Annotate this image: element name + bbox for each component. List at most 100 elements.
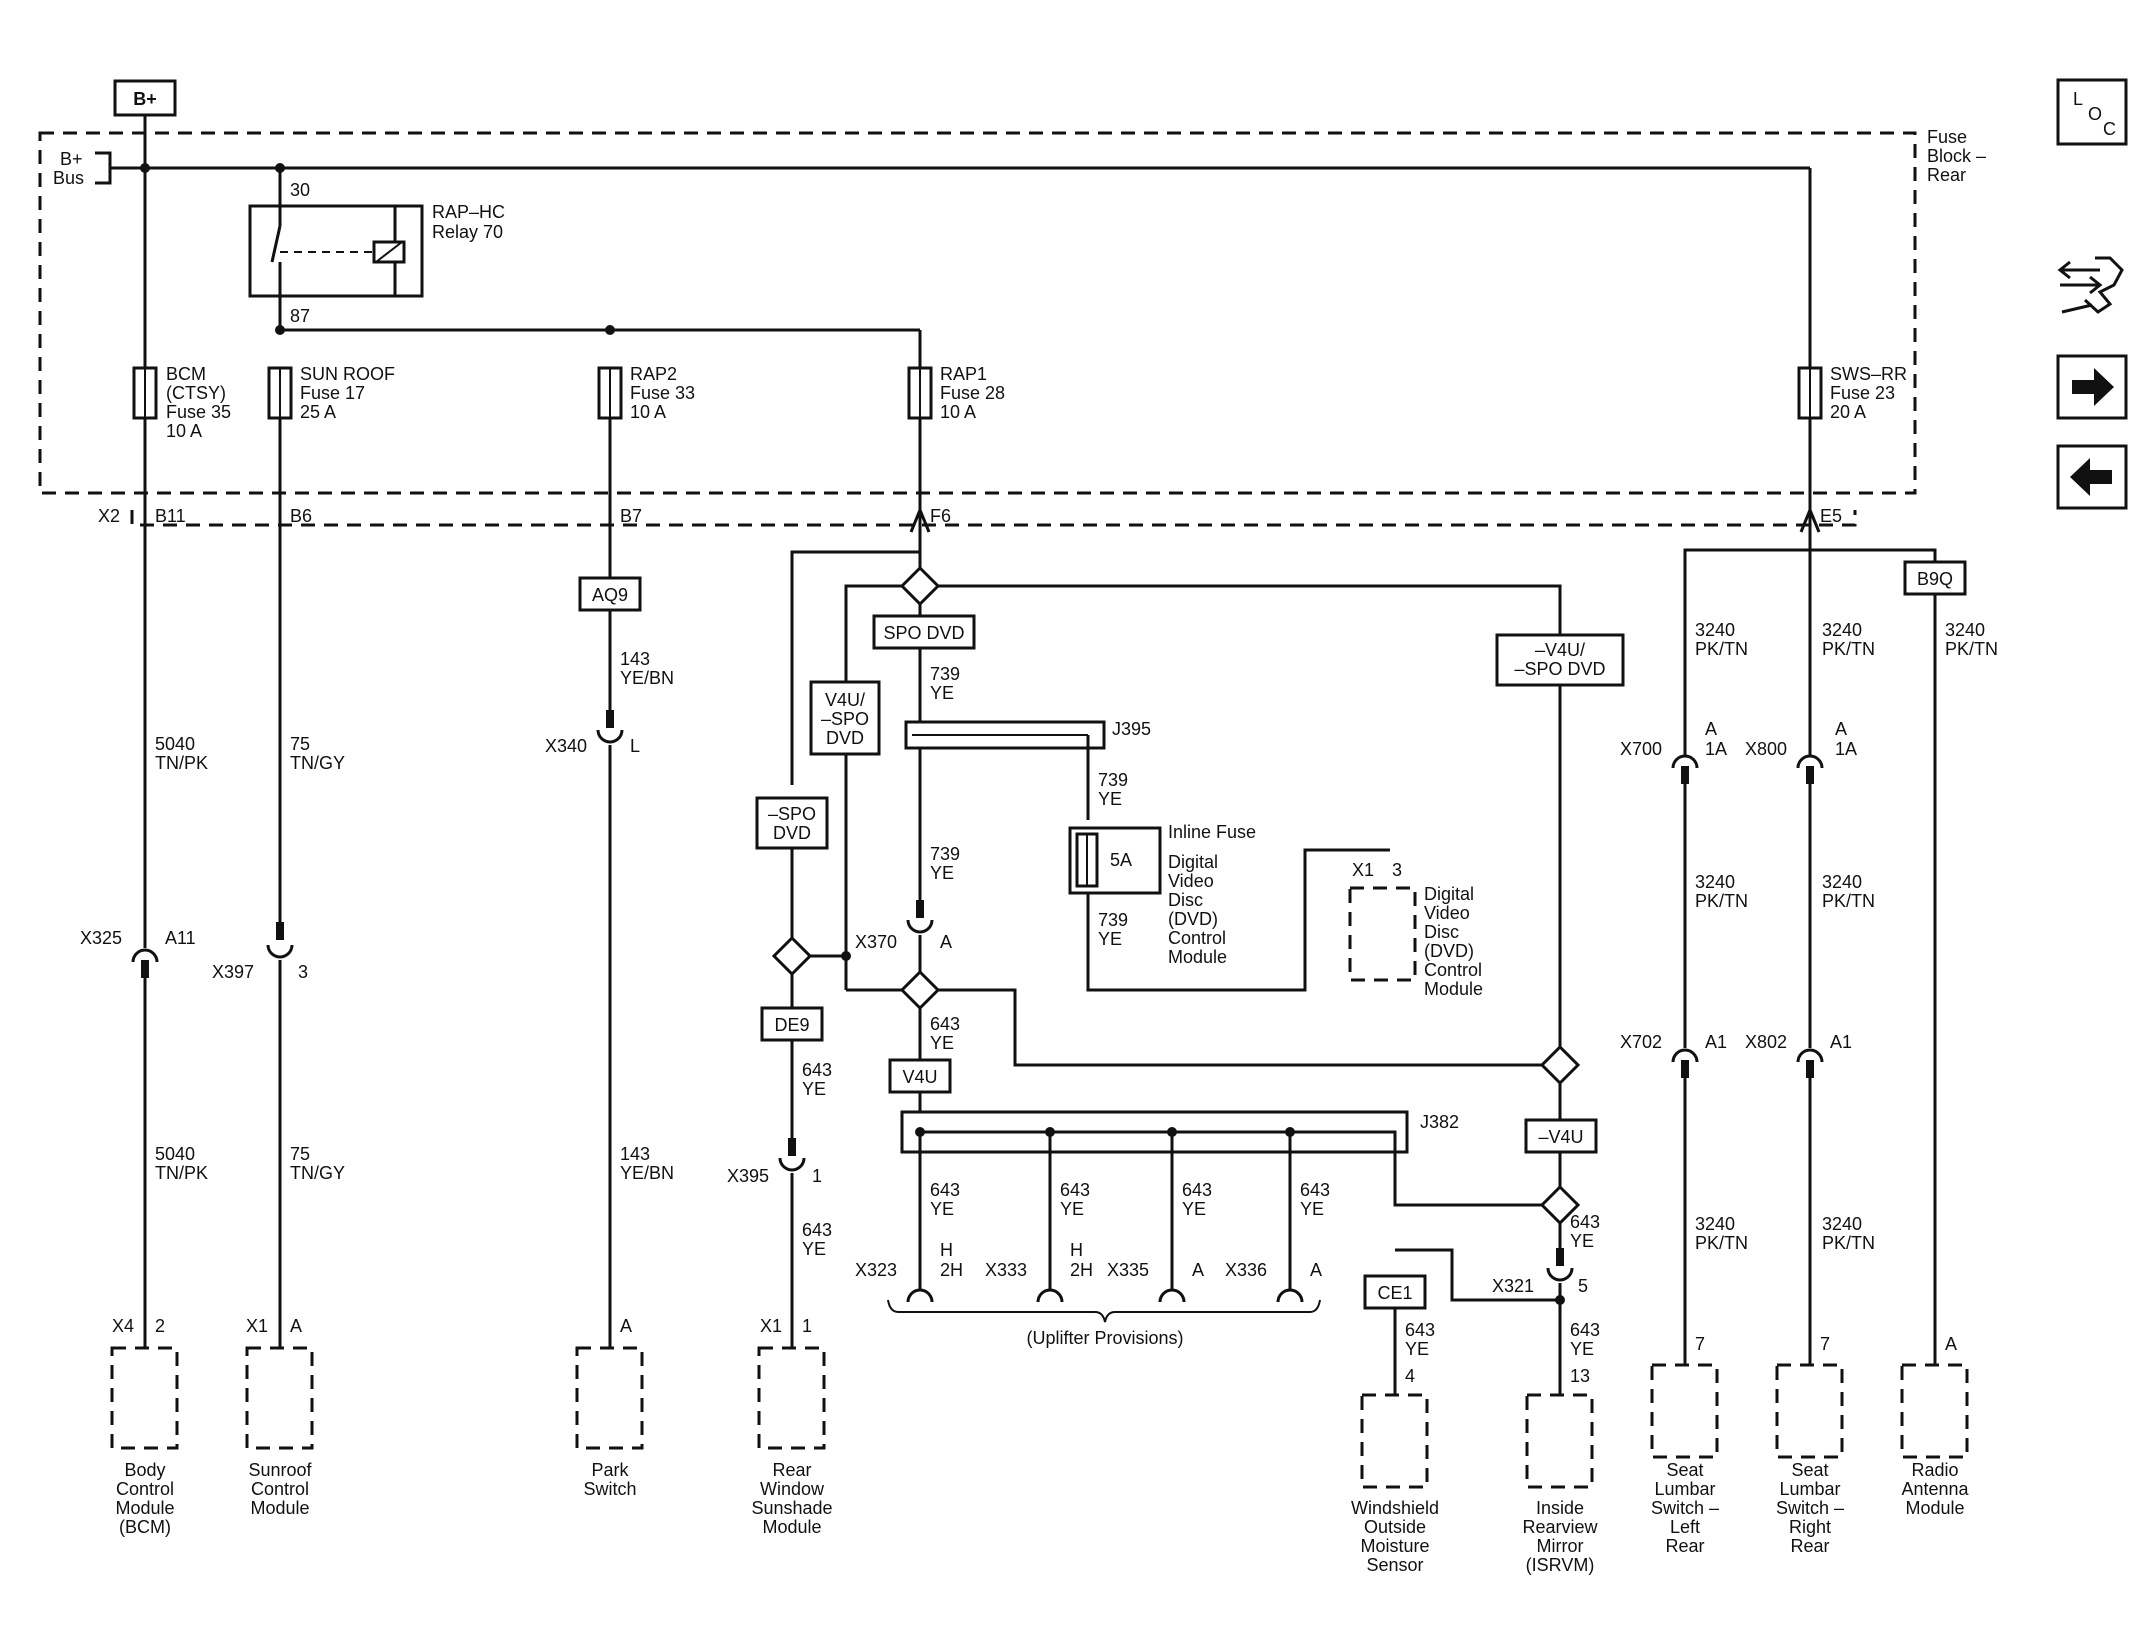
fuse-sunroof-label: SUN ROOF Fuse 17 25 A (300, 364, 395, 422)
svg-text:10 A: 10 A (630, 402, 666, 422)
svg-text:Switch –: Switch – (1651, 1498, 1719, 1518)
connector-x321 (1546, 1267, 1574, 1282)
svg-text:Switch –: Switch – (1776, 1498, 1844, 1518)
arrow-right-icon[interactable] (2056, 354, 2128, 420)
svg-text:Rear: Rear (1665, 1536, 1704, 1556)
wire-739 (1086, 848, 1390, 992)
connector-x802-label: X802 (1745, 1032, 1787, 1052)
dvd-module-label: Digital Video Disc (DVD) Control Module (1424, 884, 1483, 999)
sunshade-module-label: Rear Window Sunshade Module (751, 1460, 832, 1537)
uplifter-bracket (887, 1299, 1321, 1323)
splice-j395-label: J395 (1112, 719, 1151, 739)
connector-x321-label: X321 (1492, 1276, 1534, 1296)
svg-text:YE: YE (1060, 1199, 1084, 1219)
connector-pin (141, 960, 149, 978)
svg-text:(DVD): (DVD) (1424, 941, 1474, 961)
connector-pin (276, 922, 284, 940)
svg-text:TN/GY: TN/GY (290, 753, 345, 773)
wire (844, 584, 1562, 990)
svg-text:3240: 3240 (1695, 1214, 1735, 1234)
lumbar-switch-left (1650, 1363, 1719, 1459)
svg-text:L: L (2073, 89, 2083, 109)
svg-text:Switch: Switch (583, 1479, 636, 1499)
wire-label-3240: 3240 PK/TN (1822, 1214, 1875, 1253)
svg-text:643: 643 (1570, 1320, 1600, 1340)
svg-text:Outside: Outside (1364, 1517, 1426, 1537)
svg-text:Module: Module (115, 1498, 174, 1518)
connector-x340-label: X340 (545, 736, 587, 756)
svg-text:YE/BN: YE/BN (620, 1163, 674, 1183)
svg-text:Fuse 28: Fuse 28 (940, 383, 1005, 403)
pin-b6: B6 (290, 506, 312, 526)
loc-button[interactable]: L O C (2056, 78, 2128, 146)
pin-2: 2 (155, 1316, 165, 1336)
radio-antenna-module-label: Radio Antenna Module (1901, 1460, 1969, 1518)
svg-text:25 A: 25 A (300, 402, 336, 422)
svg-text:643: 643 (1060, 1180, 1090, 1200)
svg-text:Moisture: Moisture (1360, 1536, 1429, 1556)
svg-text:(ISRVM): (ISRVM) (1526, 1555, 1595, 1575)
svg-text:143: 143 (620, 1144, 650, 1164)
inline-fuse-label: Inline Fuse (1168, 822, 1256, 842)
svg-text:3240: 3240 (1822, 1214, 1862, 1234)
option-nv4u-label: –V4U (1538, 1127, 1583, 1147)
option-de9-label: DE9 (774, 1015, 809, 1035)
option-v4u-spo-dvd (809, 680, 881, 756)
svg-text:Sunshade: Sunshade (751, 1498, 832, 1518)
svg-text:643: 643 (1405, 1320, 1435, 1340)
pin-e5: E5 (1820, 506, 1842, 526)
option-ce1 (1363, 1274, 1427, 1310)
connector-x397 (266, 944, 294, 959)
wire-label-143: 143 YE/BN 143 YE/BN (620, 649, 674, 1183)
svg-text:(DVD): (DVD) (1168, 909, 1218, 929)
connector-x702 (1671, 1048, 1699, 1063)
rearview-mirror-label: Inside Rearview Mirror (ISRVM) (1522, 1498, 1598, 1575)
svg-text:X323: X323 (855, 1260, 897, 1280)
pin-a1: A1 (1830, 1032, 1852, 1052)
connector-x800-label: X800 (1745, 739, 1787, 759)
svg-text:(CTSY): (CTSY) (166, 383, 226, 403)
svg-text:739: 739 (930, 664, 960, 684)
svg-text:C: C (2103, 119, 2116, 139)
svg-text:YE: YE (930, 863, 954, 883)
svg-text:Module: Module (1168, 947, 1227, 967)
svg-text:YE: YE (930, 683, 954, 703)
svg-text:Fuse 17: Fuse 17 (300, 383, 365, 403)
svg-text:Rear: Rear (1790, 1536, 1829, 1556)
svg-text:A: A (1192, 1260, 1204, 1280)
svg-text:H: H (1070, 1240, 1083, 1260)
splice-j382 (900, 1110, 1409, 1154)
svg-text:Lumbar: Lumbar (1779, 1479, 1840, 1499)
pin-b7: B7 (620, 506, 642, 526)
fuse-sws-rr-label: SWS–RR Fuse 23 20 A (1830, 364, 1907, 422)
svg-text:PK/TN: PK/TN (1695, 639, 1748, 659)
pin-a: A (290, 1316, 302, 1336)
sunroof-module (245, 1346, 314, 1450)
svg-text:TN/PK: TN/PK (155, 753, 208, 773)
svg-text:BCM: BCM (166, 364, 206, 384)
wire-label-643: 643 YE (802, 1060, 832, 1099)
svg-text:RAP–HC: RAP–HC (432, 202, 505, 222)
pin-l: L (630, 736, 640, 756)
svg-text:SUN ROOF: SUN ROOF (300, 364, 395, 384)
svg-text:Fuse 23: Fuse 23 (1830, 383, 1895, 403)
connector-x802 (1796, 1048, 1824, 1063)
option-spo-dvd (872, 614, 976, 650)
pin-3: 3 (1392, 860, 1402, 880)
svg-text:PK/TN: PK/TN (1695, 891, 1748, 911)
svg-text:Seat: Seat (1666, 1460, 1703, 1480)
connector-x325-label: X325 (80, 928, 122, 948)
tool-icon[interactable] (2057, 256, 2124, 314)
arrow-left-icon[interactable] (2056, 444, 2128, 510)
lumbar-switch-left-label: Seat Lumbar Switch – Left Rear (1651, 1460, 1719, 1556)
wire-label-3240: 3240 PK/TN (1822, 620, 1875, 659)
svg-text:A: A (1310, 1260, 1322, 1280)
lumbar-switch-right (1775, 1363, 1844, 1459)
svg-text:739: 739 (930, 844, 960, 864)
connector-x700 (1671, 754, 1699, 769)
svg-text:Seat: Seat (1791, 1460, 1828, 1480)
svg-text:–SPO: –SPO (821, 709, 869, 729)
connector-x702-label: X702 (1620, 1032, 1662, 1052)
svg-text:RAP1: RAP1 (940, 364, 987, 384)
